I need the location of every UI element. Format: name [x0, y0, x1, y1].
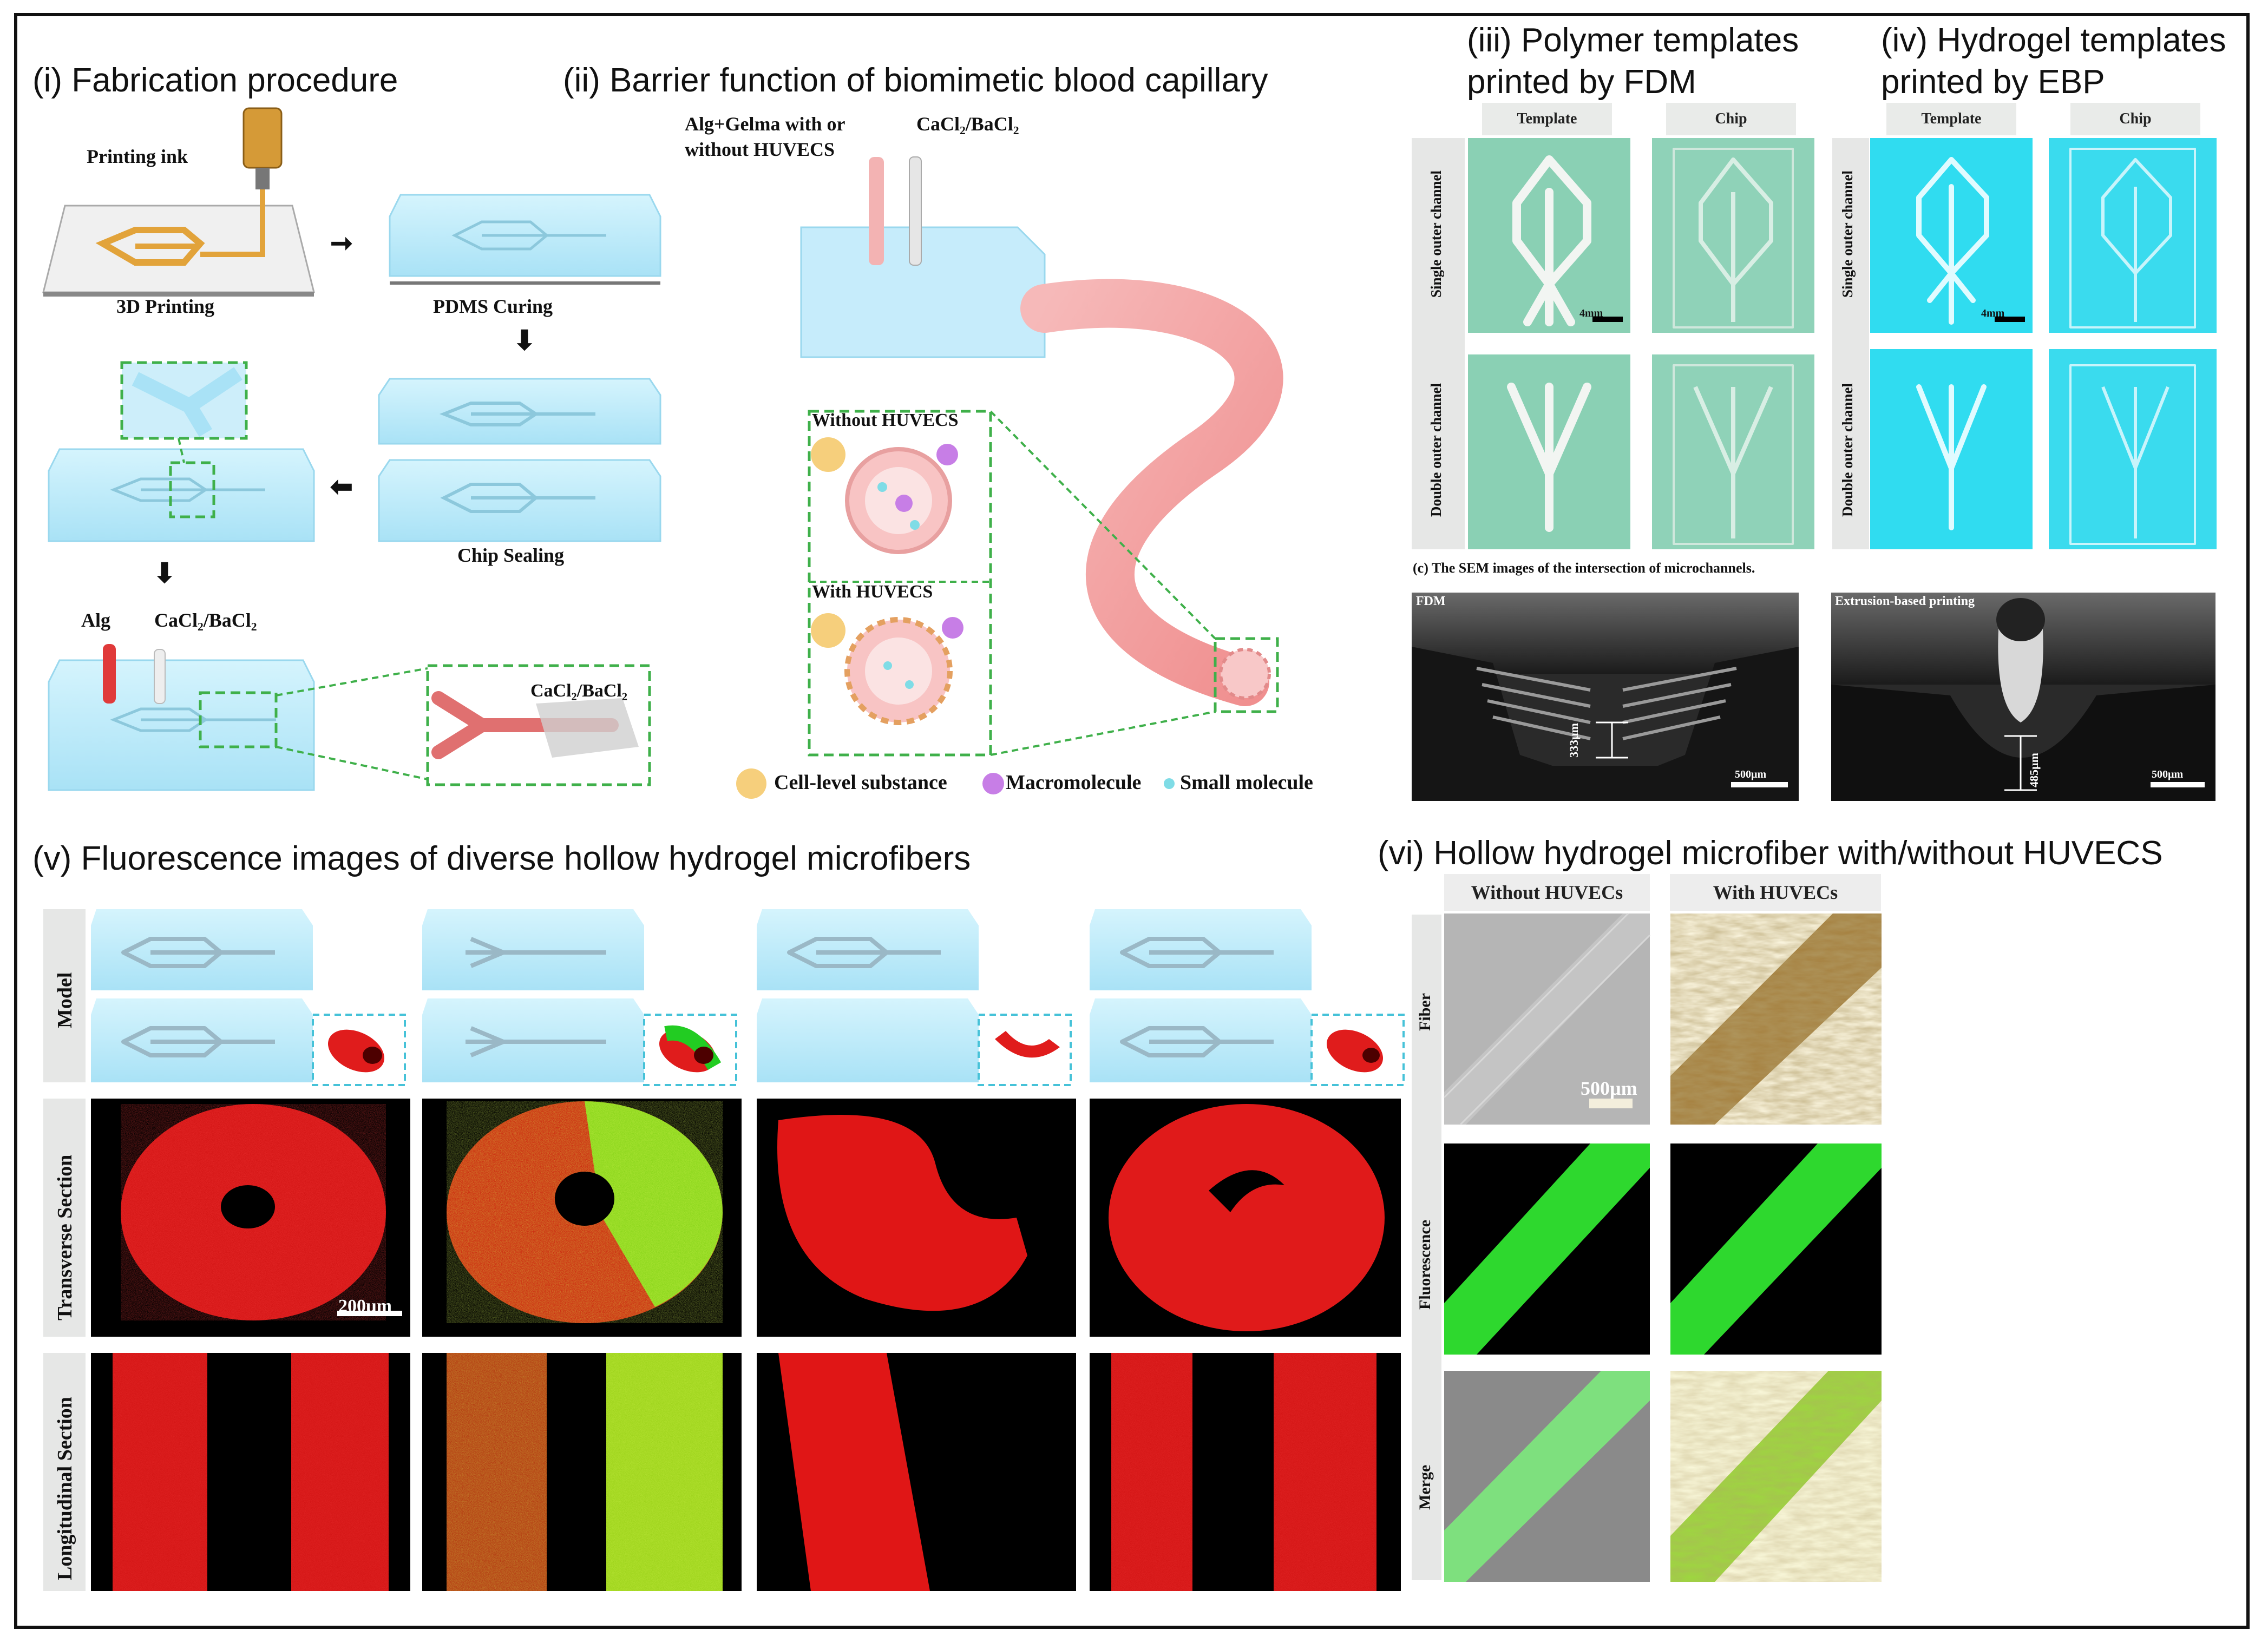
polymer-template-images — [1468, 138, 1814, 549]
panel-title: (i) Fabrication procedure — [32, 62, 398, 99]
panel-title-line2: printed by EBP — [1881, 63, 2105, 101]
col-with: With HUVECs — [1670, 874, 1881, 911]
model-row — [91, 909, 1405, 1086]
legend-swatch-small — [1164, 778, 1175, 789]
panel-title: (ii) Barrier function of biomimetic bloo… — [563, 62, 1268, 99]
row-transverse: Transverse Section — [54, 1154, 76, 1320]
figure-frame — [14, 13, 2250, 1629]
scale-4mm: 4mm — [1579, 307, 1603, 319]
capillary-illustration — [800, 156, 1283, 757]
scale-500um: 500µm — [1581, 1077, 1637, 1099]
inlet-left-label: Alg+Gelma with or — [685, 113, 845, 135]
row-transverse-band — [43, 1099, 86, 1337]
legend-small-label: Small molecule — [1180, 771, 1313, 794]
printing-illustration — [42, 107, 315, 297]
step-pdms-curing: PDMS Curing — [433, 295, 553, 317]
cacl-inset-label: CaCl₂/BaCl₂ — [530, 681, 628, 701]
transverse-row — [91, 1099, 1401, 1337]
printing-ink-label: Printing ink — [87, 146, 188, 167]
row-double: Double outer channel — [1428, 383, 1444, 517]
sem-fdm-dim: 333µm — [1567, 722, 1581, 758]
col-without: Without HUVECs — [1444, 874, 1650, 911]
col-template: Template — [1886, 103, 2016, 135]
sem-ebp-scale: 500µm — [2152, 768, 2184, 780]
sem-fdm-label: FDM — [1416, 594, 1446, 608]
legend-swatch-macro — [982, 773, 1004, 794]
row-longitudinal: Longitudinal Section — [54, 1397, 76, 1580]
step-3d-printing: 3D Printing — [116, 295, 215, 317]
arrow-left-icon: ⬅ — [330, 471, 353, 502]
row-merge: Merge — [1416, 1464, 1434, 1510]
with-huvecs-label: With HUVECS — [812, 582, 933, 602]
col-template: Template — [1482, 103, 1612, 135]
sem-ebp-image — [1831, 593, 2215, 801]
row-single: Single outer channel — [1428, 170, 1444, 298]
inlet-right-label: CaCl₂/BaCl₂ — [916, 113, 1019, 135]
panel-title: (v) Fluorescence images of diverse hollo… — [32, 840, 971, 877]
pdms-chip — [389, 194, 661, 285]
legend-cell-label: Cell-level substance — [774, 771, 947, 794]
step-chip-sealing: Chip Sealing — [457, 544, 565, 566]
sealed-chip — [48, 361, 315, 542]
inlet-left-label-2: without HUVECS — [685, 139, 835, 160]
row-label-band — [1832, 138, 1869, 549]
legend-swatch-cell — [736, 768, 766, 799]
without-huvecs-label: Without HUVECS — [812, 410, 959, 430]
row-single: Single outer channel — [1839, 170, 1856, 298]
row-label-band — [1412, 915, 1441, 1580]
scale-4mm: 4mm — [1981, 307, 2005, 319]
row-fluorescence: Fluorescence — [1416, 1219, 1434, 1310]
alg-label: Alg — [81, 609, 110, 631]
row-double: Double outer channel — [1839, 383, 1856, 517]
final-chip — [48, 644, 651, 791]
panel-title-line2: printed by FDM — [1467, 63, 1696, 101]
row-longitudinal-band — [43, 1353, 86, 1591]
huvecs-images — [1443, 912, 1882, 1582]
sem-fdm-image — [1412, 593, 1799, 801]
col-chip: Chip — [2070, 103, 2200, 135]
cacl-label: CaCl₂/BaCl₂ — [154, 609, 257, 631]
row-model: Model — [54, 972, 76, 1028]
sem-fdm-scale: 500µm — [1735, 768, 1767, 780]
row-label-band — [1412, 138, 1465, 549]
hydrogel-template-images — [1870, 138, 2217, 549]
arrow-down-icon: ⬇ — [513, 325, 536, 356]
col-chip: Chip — [1666, 103, 1796, 135]
sem-ebp-label: Extrusion-based printing — [1835, 594, 1975, 608]
panel-title-line1: (iv) Hydrogel templates — [1881, 22, 2226, 59]
arrow-right-icon: ➞ — [330, 228, 353, 258]
sem-caption: (c) The SEM images of the intersection o… — [1413, 560, 1755, 576]
arrow-down-icon-2: ⬇ — [153, 558, 176, 588]
sealing-chips — [378, 378, 661, 542]
row-fiber: Fiber — [1416, 993, 1434, 1031]
panel-title: (vi) Hollow hydrogel microfiber with/wit… — [1378, 834, 2163, 872]
row-model-band — [43, 909, 86, 1082]
scale-200um: 200µm — [338, 1296, 392, 1316]
sem-ebp-dim: 485µm — [2027, 752, 2041, 787]
legend-macro-label: Macromolecule — [1006, 771, 1142, 794]
longitudinal-row — [91, 1353, 1401, 1591]
panel-title-line1: (iii) Polymer templates — [1467, 22, 1799, 59]
